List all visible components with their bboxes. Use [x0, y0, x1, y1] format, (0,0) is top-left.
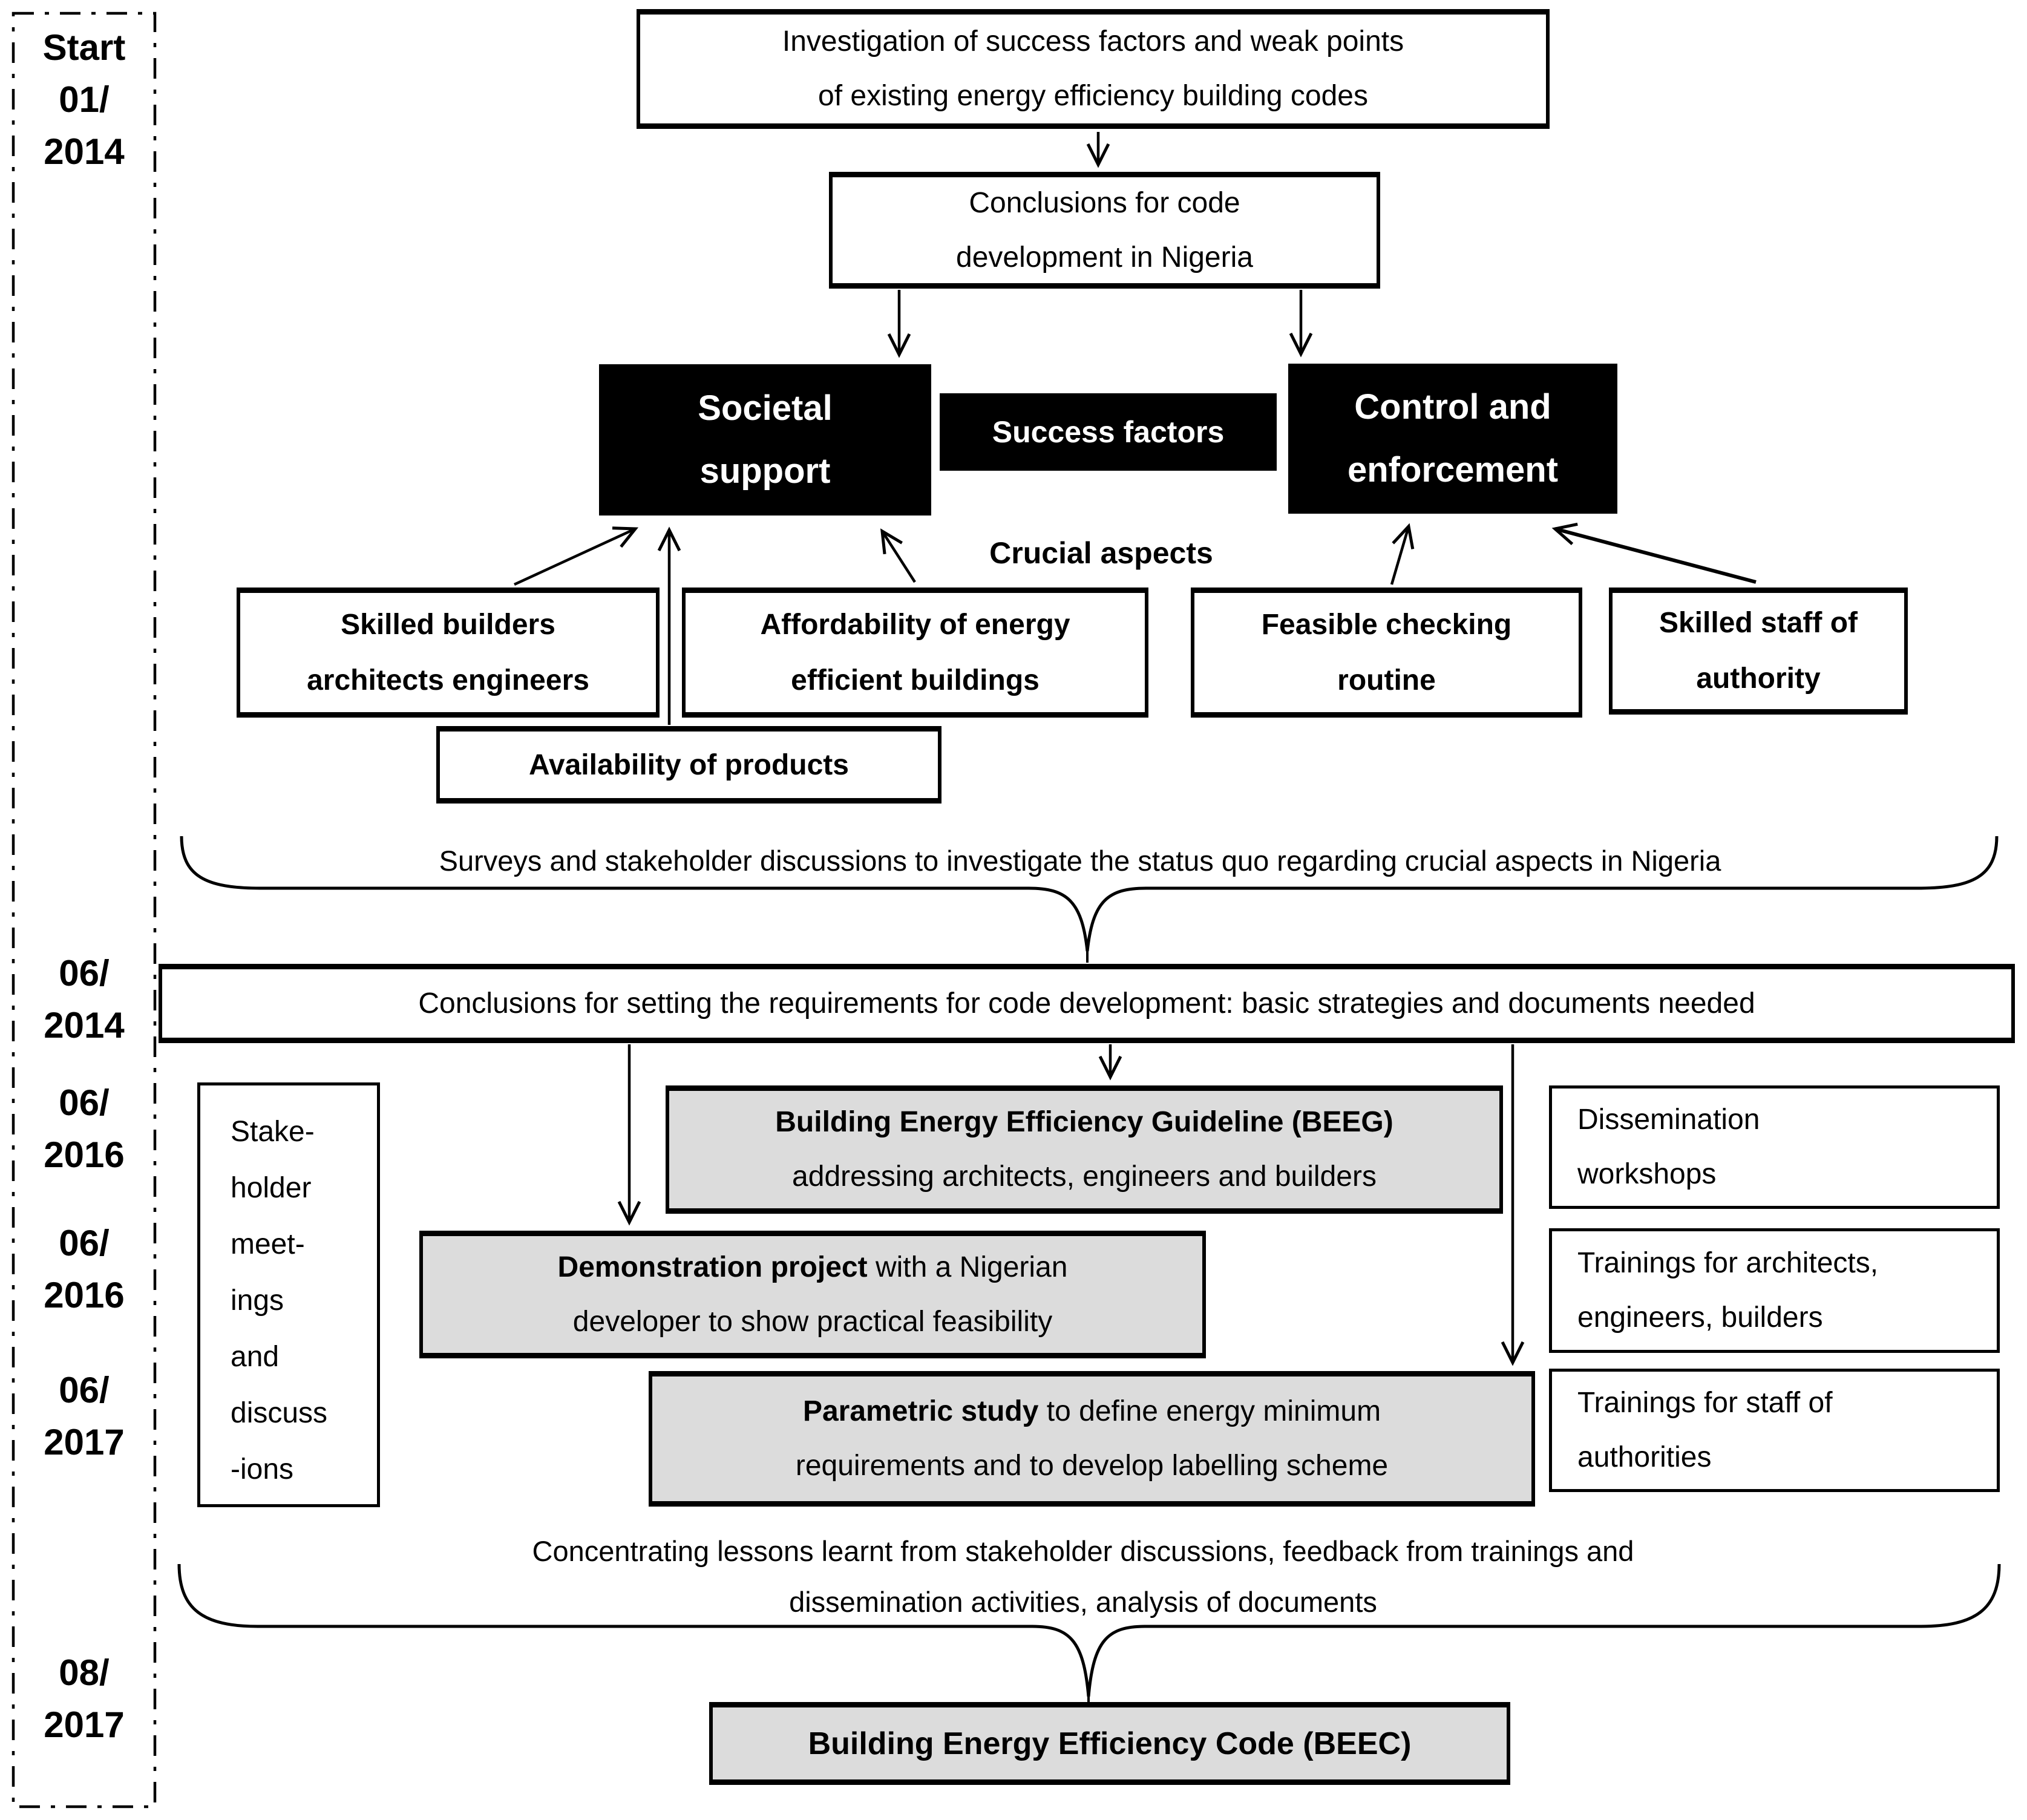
beeg-subtitle: addressing architects, engineers and bui…: [792, 1160, 1377, 1193]
crucial-aspects-label: Crucial aspects: [989, 536, 1213, 570]
parametric-line2: requirements and to develop labelling sc…: [795, 1450, 1389, 1482]
parametric-line1-rest: to define energy minimum: [1038, 1395, 1381, 1427]
timeline-label-06-2014: 06/ 2014: [44, 953, 125, 1046]
societal-support-box: Societal support: [599, 364, 931, 516]
beeg-box: Building Energy Efficiency Guideline (BE…: [666, 1085, 1503, 1214]
feasible-checking-box: Feasible checking routine: [1191, 588, 1582, 718]
parametric-study-box: Parametric study to define energy minimu…: [649, 1371, 1535, 1507]
concentrating-brace-text: Concentrating lessons learnt from stakeh…: [532, 1535, 1634, 1618]
conclusions-setting-box: Conclusions for setting the requirements…: [159, 964, 2015, 1043]
beeg-title-bold: Building Energy Efficiency Guideline (BE…: [775, 1106, 1393, 1138]
arrow-skilled-staff-to-control: [1551, 522, 1757, 584]
conclusions-code-box: Conclusions for code development in Nige…: [829, 172, 1380, 289]
timeline-label-06-2016b: 06/ 2016: [44, 1223, 125, 1315]
arrow-feasible-to-control: [1390, 523, 1415, 585]
beeg-title: Building Energy Efficiency Guideline (BE…: [775, 1095, 1393, 1150]
control-enforcement-box: Control and enforcement: [1288, 364, 1617, 514]
parametric-line1-bold: Parametric study: [802, 1395, 1039, 1427]
parametric-line1: Parametric study to define energy minimu…: [803, 1384, 1381, 1439]
beec-box: Building Energy Efficiency Code (BEEC): [709, 1702, 1510, 1785]
trainings-staff-box: Trainings for staff of authorities: [1549, 1369, 2000, 1492]
availability-box: Availability of products: [436, 726, 941, 804]
demonstration-line2: developer to show practical feasibility: [572, 1305, 1053, 1338]
success-factors-box: Success factors: [940, 393, 1277, 471]
timeline-label-08-2017: 08/ 2017: [44, 1652, 125, 1745]
trainings-architects-box: Trainings for architects, engineers, bui…: [1549, 1228, 2000, 1353]
timeline-label-06-2017: 06/ 2017: [44, 1370, 125, 1462]
timeline-label-start: Start 01/ 2014: [42, 27, 126, 172]
demonstration-line1-bold: Demonstration project: [557, 1251, 868, 1283]
investigation-box: Investigation of success factors and wea…: [637, 9, 1550, 129]
dissemination-box: Dissemination workshops: [1549, 1085, 2000, 1209]
demonstration-line1: Demonstration project with a Nigerian: [558, 1240, 1068, 1295]
timeline-dashed-border: [11, 11, 157, 1809]
arrow-skilled-builders-to-societal: [514, 526, 639, 586]
affordability-box: Affordability of energy efficient buildi…: [682, 588, 1148, 718]
timeline-label-06-2016a: 06/ 2016: [44, 1082, 125, 1175]
demonstration-box: Demonstration project with a Nigerian de…: [419, 1231, 1206, 1358]
surveys-brace-text: Surveys and stakeholder discussions to i…: [439, 845, 1721, 877]
arrow-affordability-to-societal: [880, 528, 916, 583]
skilled-staff-box: Skilled staff of authority: [1609, 588, 1908, 715]
demonstration-line1-rest: with a Nigerian: [867, 1251, 1068, 1283]
skilled-builders-box: Skilled builders architects engineers: [237, 588, 660, 718]
stakeholder-meetings-box: Stake- holder meet- ings and discuss -io…: [197, 1082, 380, 1507]
